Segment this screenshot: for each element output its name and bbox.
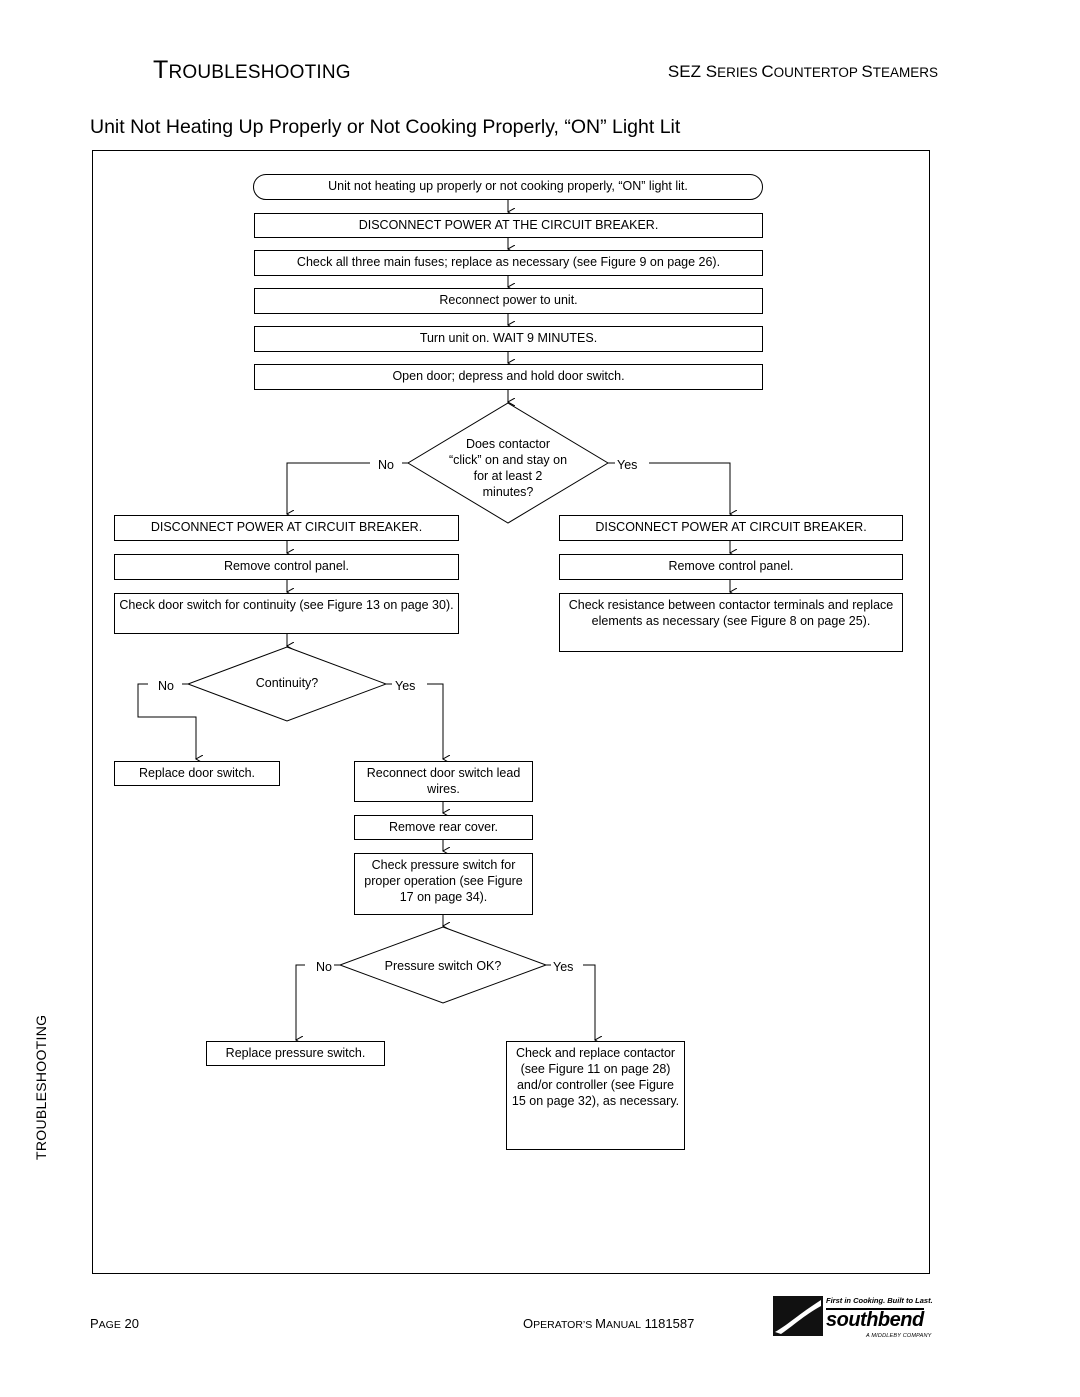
replace-door-switch: Replace door switch. [114,761,280,786]
product-title-part: S [705,62,718,81]
step-open-door: Open door; depress and hold door switch. [254,364,763,390]
decision1-yes-label: Yes [617,458,638,472]
left-disconnect-power: DISCONNECT POWER AT CIRCUIT BREAKER. [114,515,459,541]
step-check-fuses: Check all three main fuses; replace as n… [254,250,763,276]
product-title: SEZ SERIES COUNTERTOP STEAMERS [668,62,938,82]
product-title-part: SEZ [667,62,706,81]
product-title-part: OUNTERTOP [773,65,862,80]
flowchart-frame [92,150,930,1274]
product-title-part: ERIES [717,65,762,80]
left-remove-control-panel: Remove control panel. [114,554,459,580]
page-number: PAGE 20 [90,1316,139,1331]
check-pressure-switch: Check pressure switch for proper operati… [354,853,533,915]
left-check-door-switch: Check door switch for continuity (see Fi… [114,593,459,634]
right-disconnect-power: DISCONNECT POWER AT CIRCUIT BREAKER. [559,515,903,541]
remove-rear-cover: Remove rear cover. [354,815,533,840]
step-turn-unit-on: Turn unit on. WAIT 9 MINUTES. [254,326,763,352]
decision1-no-label: No [378,458,394,472]
decision3-yes-label: Yes [553,960,574,974]
logo-tagline: First in Cooking. Built to Last. [826,1296,933,1305]
reconnect-lead-wires: Reconnect door switch lead wires. [354,761,533,802]
decision-contactor-click: Does contactor “click” on and stay on fo… [448,437,568,499]
product-title-part: S [861,62,873,81]
product-title-part: TEAMERS [872,65,938,80]
step-disconnect-power: DISCONNECT POWER AT THE CIRCUIT BREAKER. [254,213,763,238]
manual-reference: OPERATOR’S MANUAL 1181587 [523,1316,695,1331]
step-reconnect-power: Reconnect power to unit. [254,288,763,314]
logo-wordmark: southbend [826,1308,924,1331]
page-subtitle: Unit Not Heating Up Properly or Not Cook… [90,116,681,138]
logo-subtext: A MIDDLEBY COMPANY [866,1333,932,1339]
decision2-yes-label: Yes [395,679,416,693]
decision-pressure-switch-ok: Pressure switch OK? [384,959,502,973]
check-replace-contactor: Check and replace contactor (see Figure … [506,1041,685,1150]
decision3-no-label: No [316,960,332,974]
southbend-logo-icon [773,1296,823,1336]
decision-continuity: Continuity? [255,676,319,690]
right-remove-control-panel: Remove control panel. [559,554,903,580]
decision2-no-label: No [158,679,174,693]
start-terminal: Unit not heating up properly or not cook… [253,174,763,200]
product-title-part: C [761,62,774,81]
section-title: TROUBLESHOOTING [153,56,351,84]
replace-pressure-switch: Replace pressure switch. [206,1041,385,1066]
right-check-resistance: Check resistance between contactor termi… [559,593,903,652]
